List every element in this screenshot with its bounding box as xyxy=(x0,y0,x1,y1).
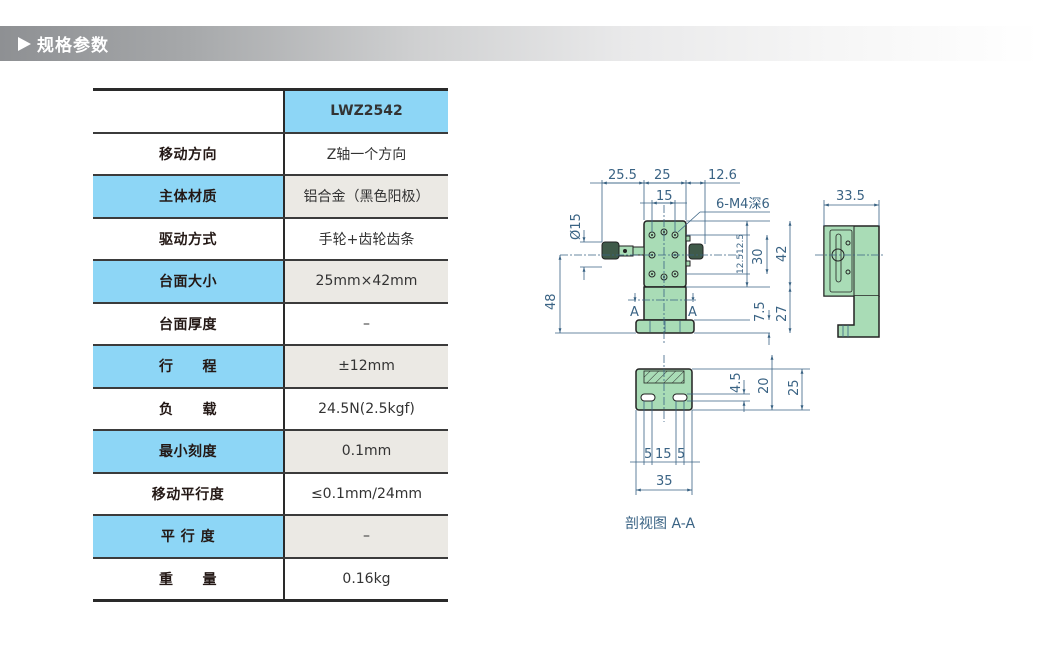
spec-label: 移动方向 xyxy=(93,132,285,176)
table-row: 主体材质铝合金（黑色阳极） xyxy=(93,175,448,219)
header-blank-cell xyxy=(93,88,285,134)
section-mark-right: A xyxy=(688,305,697,320)
spec-value: ±12mm xyxy=(284,345,448,389)
spec-label: 最小刻度 xyxy=(93,430,285,474)
dim-width-right: 12.6 xyxy=(708,168,737,183)
section-mark-left: A xyxy=(630,305,639,320)
knob-right xyxy=(688,243,704,260)
dim-slot-w2: 5 xyxy=(677,447,685,462)
dim-slot-w1: 5 xyxy=(644,447,652,462)
spec-value: 0.1mm xyxy=(284,430,448,474)
spec-label: 主体材质 xyxy=(93,175,285,219)
table-row: 驱动方式手轮+齿轮齿条 xyxy=(93,217,448,261)
spec-value: 0.16kg xyxy=(284,557,448,602)
section-title: 规格参数 xyxy=(37,36,109,56)
dim-hole-down: 12.5 xyxy=(736,254,746,274)
section-view xyxy=(635,355,693,422)
dim-base-offset: 7.5 xyxy=(753,301,768,322)
spec-value: 24.5N(2.5kgf) xyxy=(284,387,448,431)
dim-stage-span: 30 xyxy=(751,248,766,265)
model-name: LWZ2542 xyxy=(284,88,448,134)
spec-value: – xyxy=(284,302,448,346)
dim-height-total: 48 xyxy=(544,293,559,310)
section-header: 规格参数 xyxy=(0,26,1041,61)
dim-hole-spacing: 15 xyxy=(656,189,673,204)
table-row: 台面厚度– xyxy=(93,302,448,346)
triangle-right-icon xyxy=(18,36,31,51)
spec-value: 铝合金（黑色阳极） xyxy=(284,175,448,219)
dim-section-height: 25 xyxy=(787,379,802,396)
table-row: 平 行 度– xyxy=(93,515,448,559)
spec-value: Z轴一个方向 xyxy=(284,132,448,176)
dim-slot-height: 20 xyxy=(757,377,772,394)
dim-slot-gap: 15 xyxy=(655,447,672,462)
spec-value: – xyxy=(284,515,448,559)
dim-slot-offset: 4.5 xyxy=(729,372,744,393)
spec-value: ≤0.1mm/24mm xyxy=(284,472,448,516)
table-header-row: LWZ2542 xyxy=(93,88,448,134)
spec-label: 负 载 xyxy=(93,387,285,431)
spec-label: 台面大小 xyxy=(93,260,285,304)
knob-left xyxy=(601,241,620,260)
spec-value: 25mm×42mm xyxy=(284,260,448,304)
spec-label: 台面厚度 xyxy=(93,302,285,346)
dim-section-width: 35 xyxy=(656,474,673,489)
dim-stage-height: 42 xyxy=(775,245,790,262)
column xyxy=(643,286,687,321)
spec-value: 手轮+齿轮齿条 xyxy=(284,217,448,261)
spec-label: 行 程 xyxy=(93,345,285,389)
side-view xyxy=(815,225,885,338)
section-caption: 剖视图 A-A xyxy=(625,516,696,532)
thread-note: 6-M4深6 xyxy=(716,197,770,212)
dim-hole-up: 12.5 xyxy=(736,234,746,254)
spec-label: 平 行 度 xyxy=(93,515,285,559)
dim-width-top: 25 xyxy=(654,168,671,183)
front-dimensions xyxy=(555,180,792,345)
dim-knob-dia: Ø15 xyxy=(569,213,584,240)
technical-drawing: 25.5 25 12.6 15 6-M4深6 Ø15 48 30 42 7.5 … xyxy=(544,168,885,495)
front-view xyxy=(560,205,740,345)
table-row: 移动平行度≤0.1mm/24mm xyxy=(93,472,448,516)
spec-label: 驱动方式 xyxy=(93,217,285,261)
spec-label: 重 量 xyxy=(93,557,285,602)
spec-label: 移动平行度 xyxy=(93,472,285,516)
dim-base-height: 27 xyxy=(775,305,790,322)
dim-side-depth: 33.5 xyxy=(836,189,865,204)
table-row: 行 程±12mm xyxy=(93,345,448,389)
dim-width-left: 25.5 xyxy=(608,168,637,183)
